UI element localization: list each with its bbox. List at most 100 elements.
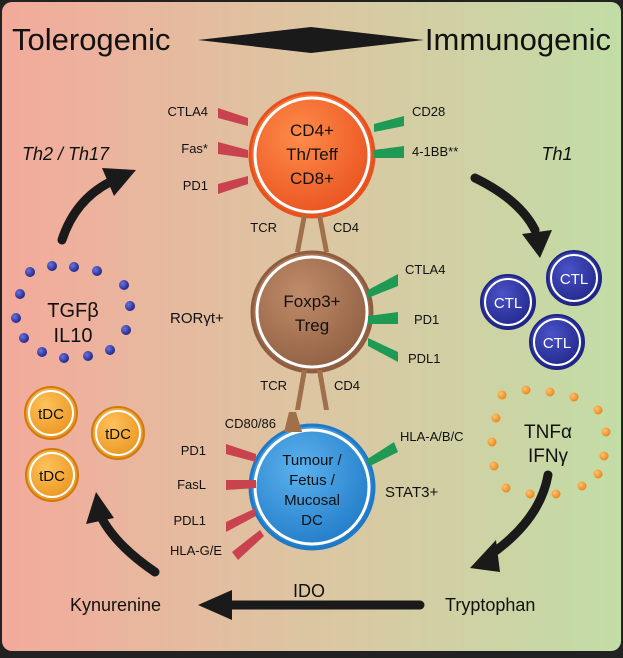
arrowhead-tryptophan-icon xyxy=(470,540,500,572)
treg-line-2: Treg xyxy=(295,316,329,335)
fasl-receptor-icon xyxy=(226,480,256,490)
effector-line-2: Th/Teff xyxy=(286,145,338,164)
arrowhead-th2-icon xyxy=(102,168,136,196)
hla-abc-receptor-icon xyxy=(366,442,398,466)
arrowhead-tdc-icon xyxy=(86,492,114,524)
effector-t-cell: CD4+ Th/Teff CD8+ xyxy=(248,91,376,219)
effector-stimulatory-receptors xyxy=(374,116,404,158)
arrowhead-kynurenine-icon xyxy=(198,590,232,620)
tcr-stalk-left xyxy=(295,215,307,252)
hla-abc-label: HLA-A/B/C xyxy=(400,429,464,444)
tdc-label-1: tDC xyxy=(38,406,64,423)
tdc-label-2: tDC xyxy=(105,426,131,443)
apc-line-4: DC xyxy=(301,512,323,529)
rorgt-label: RORγt+ xyxy=(170,310,224,327)
pd1-treg-label: PD1 xyxy=(414,312,439,327)
tcr-bottom-label: TCR xyxy=(260,378,287,393)
pdl1-treg-label: PDL1 xyxy=(408,351,441,366)
apc-line-3: Mucosal xyxy=(284,492,340,509)
4-1bb-label: 4-1BB** xyxy=(412,144,458,159)
arrow-th1-to-ctl xyxy=(470,173,540,235)
pd1-receptor-icon xyxy=(218,176,248,194)
tdc-cell-3: tDC xyxy=(25,448,79,502)
kynurenine-label: Kynurenine xyxy=(70,595,161,615)
arrowhead-ctl-icon xyxy=(522,230,552,258)
ctla4-effector-label: CTLA4 xyxy=(168,104,208,119)
tcr-bottom-stalk-left xyxy=(295,370,307,410)
pd1-effector-label: PD1 xyxy=(183,178,208,193)
cd4-top-label: CD4 xyxy=(333,220,359,235)
ctl-label-1: CTL xyxy=(560,271,588,288)
ido-label: IDO xyxy=(293,581,325,601)
tcr-stalk-right xyxy=(317,215,329,252)
arrow-heads xyxy=(86,168,552,620)
arrow-tgf-to-th2 xyxy=(57,177,115,245)
fas-label: Fas* xyxy=(181,141,208,156)
ctla4-treg-receptor-icon xyxy=(368,274,398,298)
tcr-connector-bottom xyxy=(295,370,329,410)
ctla4-treg-label: CTLA4 xyxy=(405,262,445,277)
ctl-cell-2: CTL xyxy=(480,274,536,330)
tcr-connector-top xyxy=(295,215,329,252)
effector-line-1: CD4+ xyxy=(290,121,334,140)
tdc-cells: tDC tDC tDC xyxy=(24,386,145,502)
tnf-ifn-cytokine-dots xyxy=(487,385,611,499)
ctl-cells: CTL CTL CTL xyxy=(480,250,602,370)
effector-inhibitory-receptors xyxy=(218,108,248,194)
fas-receptor-icon xyxy=(218,142,248,158)
ctl-cell-3: CTL xyxy=(529,314,585,370)
tcr-top-label: TCR xyxy=(250,220,277,235)
th2-th17-label: Th2 / Th17 xyxy=(22,144,110,164)
apc-inhibitory-receptors xyxy=(226,444,264,560)
tnfa-label: TNFα xyxy=(524,422,572,443)
tolerogenic-label: Tolerogenic xyxy=(12,22,171,57)
treg-cell-body xyxy=(250,250,374,374)
apc-line-1: Tumour / xyxy=(282,452,342,469)
ifng-label: IFNγ xyxy=(528,446,569,467)
effector-line-3: CD8+ xyxy=(290,169,334,188)
cd80-label: CD80/86 xyxy=(225,416,276,431)
cd4-bottom-label: CD4 xyxy=(334,378,360,393)
tdc-cell-2: tDC xyxy=(91,406,145,460)
pdl1-apc-receptor-icon xyxy=(226,508,256,532)
4-1bb-receptor-icon xyxy=(374,146,404,158)
cd80-receptor-icon xyxy=(284,412,302,432)
arrow-ifn-to-tryptophan xyxy=(485,470,553,560)
tryptophan-label: Tryptophan xyxy=(445,595,535,615)
pdl1-apc-label: PDL1 xyxy=(173,513,206,528)
hla-ge-receptor-icon xyxy=(232,530,264,560)
pd1-apc-label: PD1 xyxy=(181,443,206,458)
ctl-label-2: CTL xyxy=(494,295,522,312)
pd1-apc-receptor-icon xyxy=(226,444,256,462)
immunogenic-label: Immunogenic xyxy=(425,22,611,57)
treg-line-1: Foxp3+ xyxy=(283,292,340,311)
treg-receptors xyxy=(368,274,398,362)
fasl-label: FasL xyxy=(177,477,206,492)
tdc-label-3: tDC xyxy=(39,468,65,485)
il10-label: IL10 xyxy=(54,325,93,347)
cycle-arrows xyxy=(57,173,553,610)
cd28-label: CD28 xyxy=(412,104,445,119)
balance-diamond-icon xyxy=(198,27,424,53)
ctla4-receptor-icon xyxy=(218,108,248,126)
th1-label: Th1 xyxy=(541,144,572,164)
arrow-kynurenine-to-tdc xyxy=(95,510,160,577)
pdl1-treg-receptor-icon xyxy=(368,338,398,362)
tdc-cell-1: tDC xyxy=(24,386,78,440)
tgf-il10-cytokine-dots xyxy=(11,261,135,363)
apc-cell: Tumour / Fetus / Mucosal DC xyxy=(248,423,376,551)
ctl-label-3: CTL xyxy=(543,335,571,352)
treg-cell-ring xyxy=(255,255,369,369)
stat3-label: STAT3+ xyxy=(385,484,438,501)
cd28-receptor-icon xyxy=(374,116,404,132)
apc-line-2: Fetus / xyxy=(289,472,336,489)
hla-ge-label: HLA-G/E xyxy=(170,543,222,558)
tcr-bottom-stalk-right xyxy=(317,370,329,410)
treg-cell: Foxp3+ Treg xyxy=(250,250,374,374)
ctl-cell-1: CTL xyxy=(546,250,602,306)
effector-cell-ring xyxy=(253,96,371,214)
tgfb-label: TGFβ xyxy=(47,300,99,322)
pd1-treg-receptor-icon xyxy=(368,312,398,324)
